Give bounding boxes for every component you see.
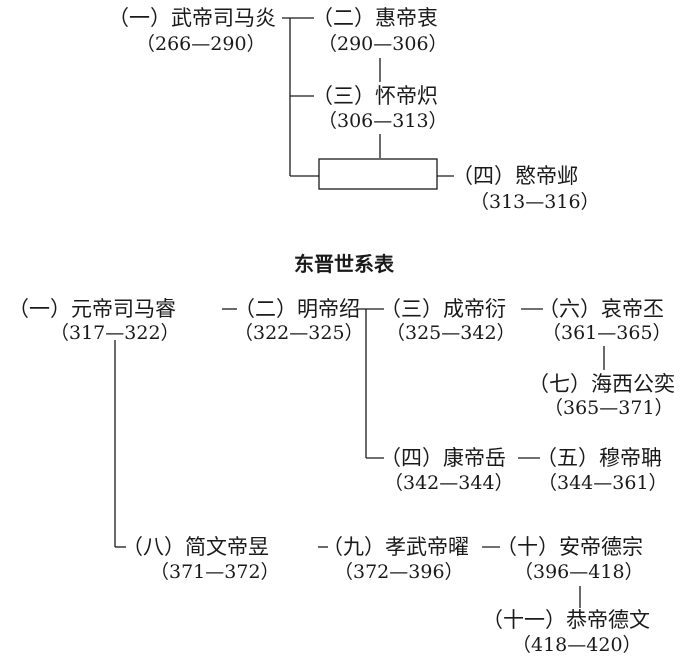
emperor-gongdi-label: （十一）恭帝德文 (482, 608, 650, 632)
emperor-xiaowudi-label: （九）孝武帝曜 (322, 535, 469, 559)
reign-number: （三） (380, 297, 443, 321)
blank-box (318, 158, 438, 190)
reign-number: （三） (312, 84, 375, 108)
emperor-name: 惠帝衷 (375, 6, 438, 30)
emperor-yuandi-years: （317—322） (50, 322, 180, 344)
emperor-chengdi-label: （三）成帝衍 (380, 297, 506, 321)
reign-number: （八） (122, 535, 185, 559)
emperor-name: 孝武帝曜 (385, 535, 469, 559)
emperor-yuandi-label: （一）元帝司马睿 (8, 297, 176, 321)
reign-number: （一） (8, 297, 71, 321)
emperor-haixigong-years: （365—371） (544, 397, 674, 419)
emperor-name: 元帝司马睿 (71, 297, 176, 321)
emperor-mudi-years: （344—361） (538, 472, 668, 494)
emperor-wudi-label: （一）武帝司马炎 (108, 6, 276, 30)
emperor-andi-years: （396—418） (514, 561, 644, 583)
reign-number: （四） (452, 164, 515, 188)
emperor-huaidi-label: （三）怀帝炽 (312, 84, 438, 108)
emperor-name: 武帝司马炎 (171, 6, 276, 30)
reign-number: （五） (536, 446, 599, 470)
emperor-name: 穆帝聃 (599, 446, 662, 470)
emperor-name: 海西公奕 (591, 372, 675, 396)
emperor-name: 愍帝邺 (515, 164, 578, 188)
emperor-mindi-years: （313—316） (470, 191, 600, 213)
reign-number: （六） (538, 297, 601, 321)
emperor-name: 哀帝丕 (601, 297, 664, 321)
emperor-haixigong-label: （七）海西公奕 (528, 372, 675, 396)
emperor-huidi-years: （290—306） (318, 33, 448, 55)
emperor-aidi-label: （六）哀帝丕 (538, 297, 664, 321)
emperor-kangdi-years: （342—344） (384, 472, 514, 494)
reign-number: （十一） (482, 608, 566, 632)
reign-number: （四） (380, 446, 443, 470)
emperor-name: 怀帝炽 (375, 84, 438, 108)
emperor-name: 康帝岳 (443, 446, 506, 470)
reign-number: （七） (528, 372, 591, 396)
emperor-mindi-label: （四）愍帝邺 (452, 164, 578, 188)
reign-number: （九） (322, 535, 385, 559)
emperor-name: 安帝德宗 (559, 535, 643, 559)
emperor-name: 简文帝昱 (185, 535, 269, 559)
reign-number: （二） (234, 297, 297, 321)
reign-number: （一） (108, 6, 171, 30)
emperor-name: 成帝衍 (443, 297, 506, 321)
emperor-aidi-years: （361—365） (542, 322, 672, 344)
emperor-huidi-label: （二）惠帝衷 (312, 6, 438, 30)
emperor-jianwendi-label: （八）简文帝昱 (122, 535, 269, 559)
emperor-huaidi-years: （306—313） (318, 110, 448, 132)
emperor-mingdi-label: （二）明帝绍 (234, 297, 360, 321)
emperor-name: 恭帝德文 (566, 608, 650, 632)
emperor-xiaowudi-years: （372—396） (334, 561, 464, 583)
emperor-mingdi-years: （322—325） (234, 322, 364, 344)
emperor-andi-label: （十）安帝德宗 (496, 535, 643, 559)
emperor-wudi-years: （266—290） (136, 33, 266, 55)
eastern-jin-title: 东晋世系表 (294, 252, 394, 276)
reign-number: （二） (312, 6, 375, 30)
emperor-name: 明帝绍 (297, 297, 360, 321)
emperor-chengdi-years: （325—342） (386, 322, 516, 344)
reign-number: （十） (496, 535, 559, 559)
emperor-jianwendi-years: （371—372） (150, 561, 280, 583)
emperor-gongdi-years: （418—420） (512, 634, 642, 656)
emperor-mudi-label: （五）穆帝聃 (536, 446, 662, 470)
emperor-kangdi-label: （四）康帝岳 (380, 446, 506, 470)
